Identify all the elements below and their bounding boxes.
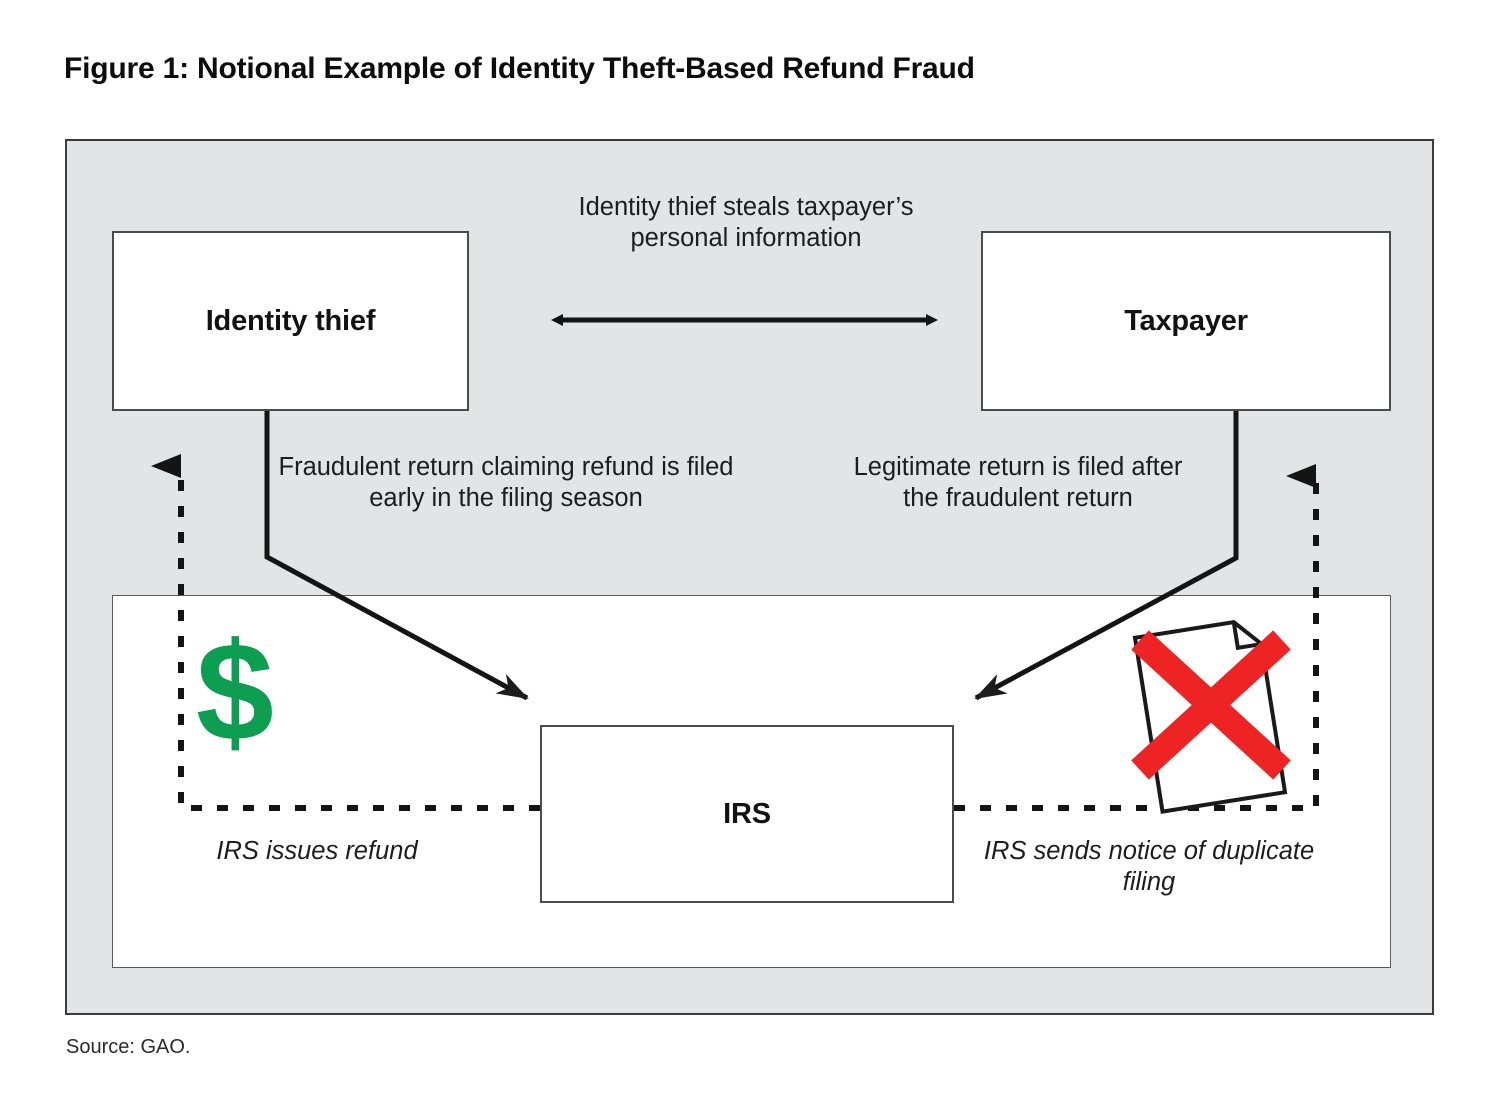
caption-irs-duplicate-notice: IRS sends notice of duplicate filing [983, 837, 1315, 896]
node-irs[interactable]: IRS [540, 725, 954, 903]
caption-irs-issues-refund: IRS issues refund [216, 837, 418, 865]
node-taxpayer-label: Taxpayer [1124, 304, 1248, 337]
node-identity-thief[interactable]: Identity thief [112, 231, 469, 411]
dollar-sign-icon: $ [196, 613, 274, 770]
caption-identity-theft: Identity thief steals taxpayer’s persona… [578, 193, 914, 252]
caption-legitimate-return: Legitimate return is filed after the fra… [853, 453, 1183, 512]
source-note: Source: GAO. [66, 1036, 191, 1058]
figure-title: Figure 1: Notional Example of Identity T… [64, 52, 975, 85]
node-taxpayer[interactable]: Taxpayer [981, 231, 1391, 411]
caption-fraudulent-return: Fraudulent return claiming refund is fil… [278, 453, 734, 512]
node-irs-label: IRS [723, 797, 771, 830]
node-identity-thief-label: Identity thief [205, 304, 376, 337]
